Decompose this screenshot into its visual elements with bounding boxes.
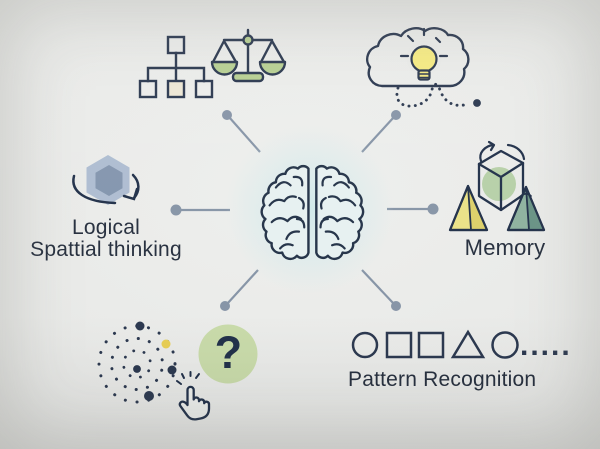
connector-dot-bottom-right xyxy=(391,301,401,311)
connector-line-top-right xyxy=(361,116,395,153)
hand-cursor-shape xyxy=(178,385,211,421)
idea-trail-end-dot xyxy=(473,99,481,107)
spiral-center-dot xyxy=(133,365,141,373)
click-ticks xyxy=(176,371,200,385)
question-mark-badge xyxy=(198,324,258,384)
connector-dot-bottom-left xyxy=(220,301,230,311)
pattern-square-1 xyxy=(385,331,413,359)
idea-dotted-trail xyxy=(395,82,466,108)
pattern-trailing-dots: ..... xyxy=(520,329,572,362)
yellow-pyramid-icon xyxy=(448,184,489,232)
hexagon-inner xyxy=(95,165,123,196)
memory-green-blob xyxy=(482,167,516,201)
pattern-circle-2 xyxy=(491,331,519,359)
cloud-lightbulb-icon xyxy=(366,27,481,108)
brain-icon xyxy=(260,164,365,261)
balance-scale-icon xyxy=(210,28,287,83)
hierarchy-icon xyxy=(138,35,214,99)
label-memory: Memory xyxy=(464,235,546,260)
cube-rotation-arrows xyxy=(479,140,526,163)
label-logical-line1: Logical xyxy=(72,216,140,239)
iso-cube xyxy=(477,149,525,212)
pattern-square-2 xyxy=(417,331,445,359)
label-logical-line2: Spattial thinking xyxy=(30,238,182,261)
dot-spiral-icon xyxy=(97,321,177,404)
connector-line-bottom-right xyxy=(361,269,395,305)
green-pyramid-icon xyxy=(506,185,546,232)
brain-right-hemisphere xyxy=(315,164,365,261)
pattern-circle-1 xyxy=(351,331,379,359)
lightbulb xyxy=(410,45,438,81)
connector-dot-top-left xyxy=(222,110,232,120)
hand-cursor-icon xyxy=(176,371,211,421)
rotating-hexagon-icon xyxy=(72,155,140,205)
connector-dots xyxy=(170,110,439,311)
brain-left-hemisphere xyxy=(260,164,310,261)
bulb-rays xyxy=(399,27,449,58)
rotation-arrow xyxy=(72,173,140,205)
memory-cube-icon xyxy=(448,140,546,232)
question-mark-glyph: ? xyxy=(214,327,243,378)
connector-dot-left xyxy=(170,204,182,216)
connector-dot-top-right xyxy=(391,110,401,120)
connector-lines xyxy=(178,116,431,305)
brain-glow xyxy=(226,125,394,293)
pattern-shapes-icon xyxy=(351,329,519,359)
label-pattern-recognition: Pattern Recognition xyxy=(348,368,537,391)
connector-line-bottom-left xyxy=(226,269,259,305)
label-logical-spatial: Logical Spattial thinking xyxy=(18,217,194,261)
pattern-triangle xyxy=(450,329,486,359)
spiral-yellow-dot xyxy=(161,339,171,349)
connector-dot-right xyxy=(427,203,439,215)
